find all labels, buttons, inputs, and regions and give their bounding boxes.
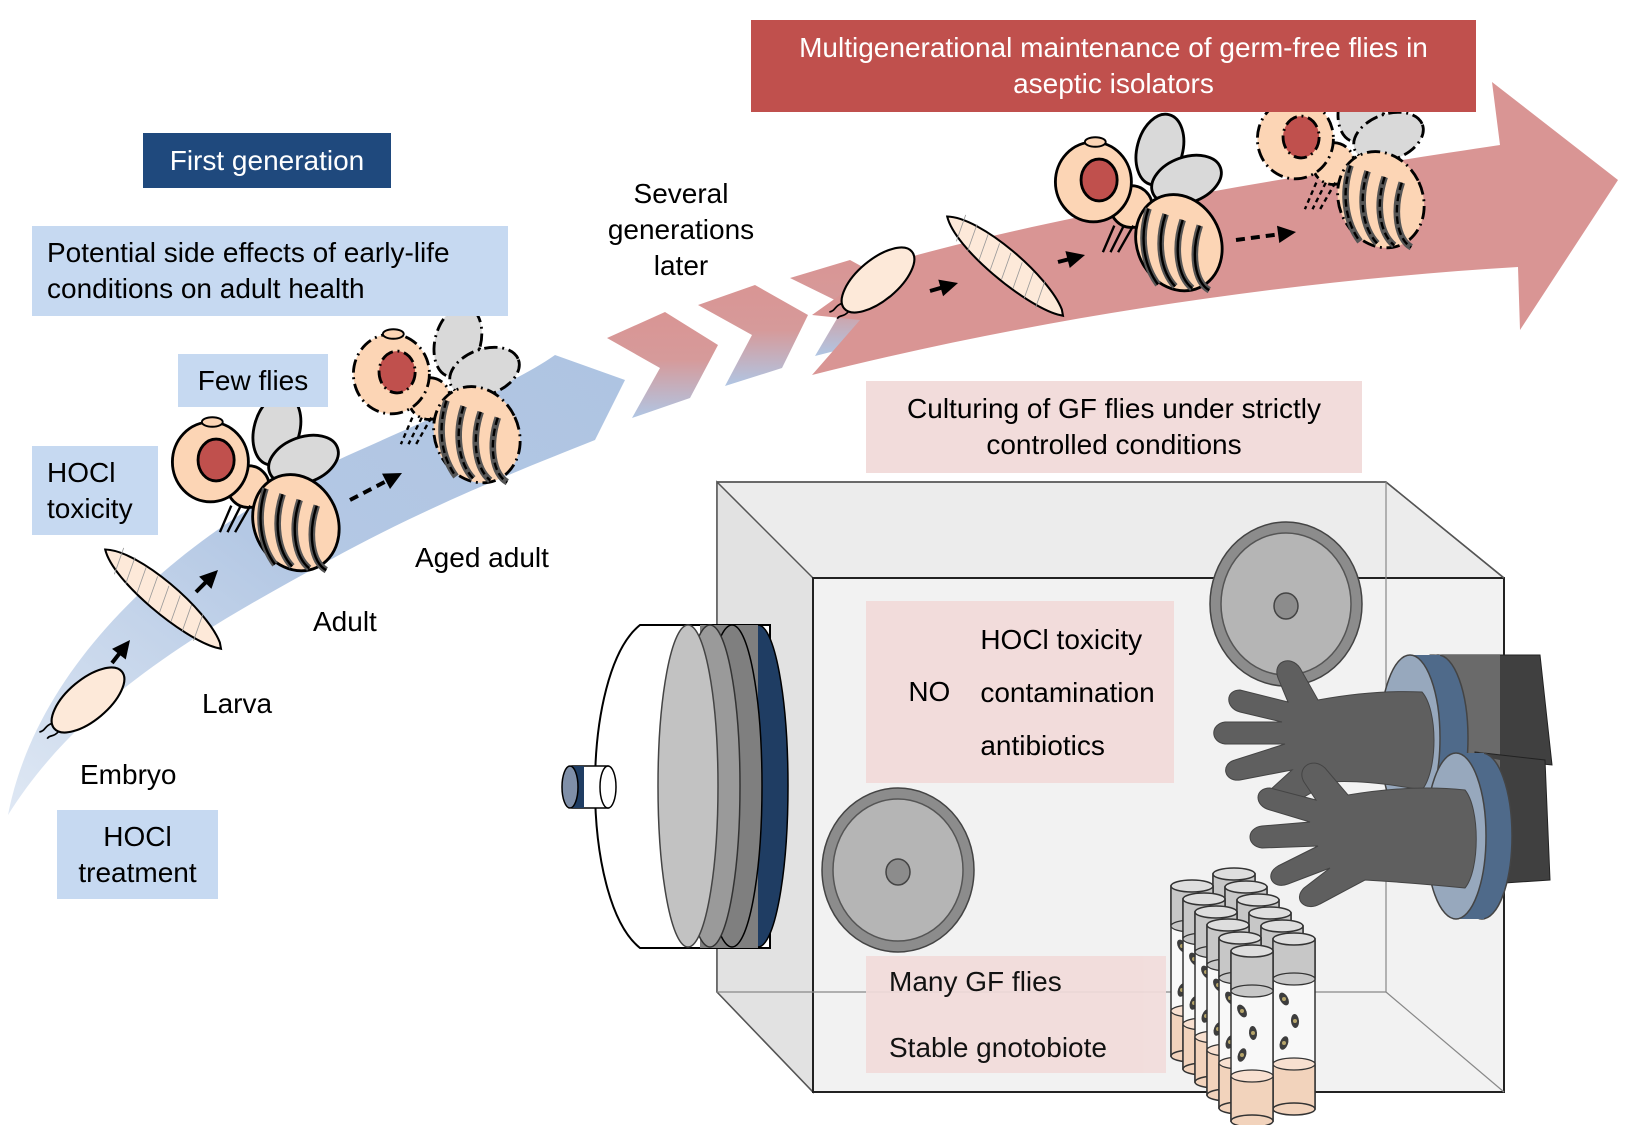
embryo-icon: [829, 246, 916, 320]
transition-line3: later: [653, 250, 709, 281]
larva-icon: [945, 214, 1065, 318]
embryo-icon: [39, 666, 126, 740]
port-lid-upper: [1209, 521, 1363, 687]
aging-arrow: [1235, 225, 1296, 244]
hocl-treatment-note: HOCl treatment: [57, 810, 218, 899]
no-item-antibiotics: antibiotics: [980, 729, 1105, 761]
fly-vial: [1230, 944, 1274, 1125]
multigenerational-title-line2: aseptic isolators: [1013, 68, 1214, 99]
no-conditions-box: NO HOCl toxicity contamination antibioti…: [866, 601, 1174, 783]
first-generation-arrow: [8, 355, 625, 815]
glove-upper: [1213, 660, 1435, 811]
hocl-toxicity-line2: toxicity: [47, 492, 133, 524]
glove-lower: [1249, 762, 1477, 908]
adult-fly-icon: [1053, 112, 1224, 294]
fly-life-stages: [39, 69, 1426, 740]
fly-vial: [1272, 932, 1316, 1116]
stage-label-adult: Adult: [313, 606, 377, 637]
stage-arrow: [194, 570, 218, 594]
first-generation-label: First generation: [169, 144, 365, 176]
stage-arrow: [110, 640, 130, 665]
first-generation-title: First generation: [143, 133, 391, 188]
several-generations-later: Several generations later: [596, 176, 766, 284]
hocl-treatment-line1: HOCl: [103, 820, 172, 852]
port-lid-lower: [821, 787, 975, 953]
chevron: [698, 285, 808, 386]
no-items-list: HOCl toxicity contamination antibiotics: [980, 613, 1154, 772]
stage-label-embryo: Embryo: [80, 759, 177, 790]
few-flies-note: Few flies: [178, 354, 328, 407]
side-effects-line2: conditions on adult health: [47, 273, 365, 304]
no-item-contamination: contamination: [980, 676, 1155, 708]
hocl-toxicity-note: HOCl toxicity: [32, 446, 158, 535]
transition-line1: Several: [633, 178, 729, 209]
benefit-many-gf-flies: Many GF flies: [889, 965, 1062, 997]
airlock-door: [561, 624, 789, 949]
fly-vials: [1170, 867, 1316, 1125]
larva-icon: [103, 547, 223, 651]
isolator-caption-line1: Culturing of GF flies under strictly: [907, 393, 1321, 424]
side-effects-note: Potential side effects of early-life con…: [32, 226, 508, 316]
stage-label-aged-adult: Aged adult: [415, 542, 549, 573]
hocl-treatment-line2: treatment: [78, 856, 197, 888]
aging-arrow: [349, 473, 402, 502]
transition-line2: generations: [607, 214, 755, 245]
isolator-caption-line2: controlled conditions: [986, 429, 1242, 460]
benefits-box: Many GF flies Stable gnotobiote: [866, 956, 1166, 1073]
no-label: NO: [908, 676, 951, 707]
multigenerational-title: Multigenerational maintenance of germ-fr…: [751, 20, 1476, 112]
adult-fly-icon: [170, 392, 341, 574]
benefit-stable-gnotobiote: Stable gnotobiote: [889, 1031, 1107, 1063]
no-item-hocl-toxicity: HOCl toxicity: [980, 623, 1143, 655]
hocl-toxicity-line1: HOCl: [47, 456, 116, 488]
aged-fly-icon: [351, 304, 522, 486]
isolator-caption: Culturing of GF flies under strictly con…: [866, 381, 1362, 473]
stage-arrow: [929, 279, 958, 297]
few-flies-label: Few flies: [197, 364, 309, 396]
stage-arrow: [1057, 251, 1085, 268]
multigenerational-title-line1: Multigenerational maintenance of germ-fr…: [799, 32, 1428, 63]
side-effects-line1: Potential side effects of early-life: [47, 237, 450, 268]
stage-label-larva: Larva: [202, 688, 273, 719]
chevron: [607, 312, 718, 418]
